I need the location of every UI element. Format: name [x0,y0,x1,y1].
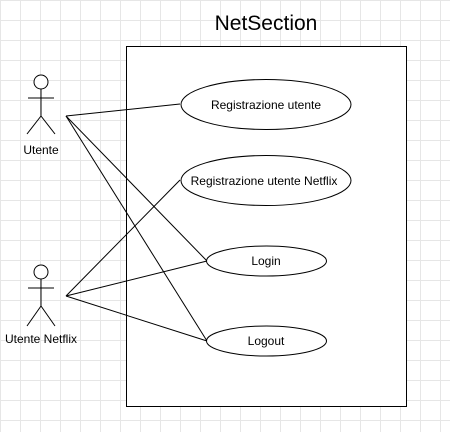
use-case-label: Registrazione utente Netflix [191,174,338,188]
use-case-label: Registrazione utente [211,98,321,112]
actor-head [33,264,49,280]
association-utente-login[interactable] [65,115,208,262]
use-case-ellipse[interactable] [206,245,327,277]
stick-figure-icon [26,264,56,327]
use-case-registrazione-utente[interactable]: Registrazione utente [180,79,352,130]
actor-right-leg [40,305,56,327]
actor-utente[interactable]: Utente [23,74,59,157]
association-utente-logout[interactable] [65,115,208,342]
association-utente-netflix-logout[interactable] [65,295,208,342]
actor-head [33,74,49,90]
use-case-label: Login [251,254,280,268]
use-case-label: Logout [248,334,285,348]
actor-left-leg [26,115,42,135]
use-case-ellipse[interactable] [206,325,327,357]
use-case-ellipse[interactable] [180,79,352,130]
association-utente-netflix-login[interactable] [65,260,208,297]
associations [65,103,208,342]
association-utente-netflix-registrazione-utente-netflix[interactable] [65,179,181,297]
actor-label: Utente [23,143,59,157]
actor-label: Utente Netflix [5,332,77,346]
use-case-ellipse[interactable] [180,155,352,206]
use-case-logout[interactable]: Logout [206,325,327,357]
actor-utente-netflix[interactable]: Utente Netflix [5,264,77,346]
use-case-registrazione-utente-netflix[interactable]: Registrazione utente Netflix [180,155,352,206]
actor-left-leg [26,305,42,327]
stick-figure-icon [26,74,56,135]
use-case-login[interactable]: Login [206,245,327,277]
association-utente-registrazione-utente[interactable] [65,103,181,117]
system-title: NetSection [215,12,318,35]
actor-right-leg [40,115,56,135]
